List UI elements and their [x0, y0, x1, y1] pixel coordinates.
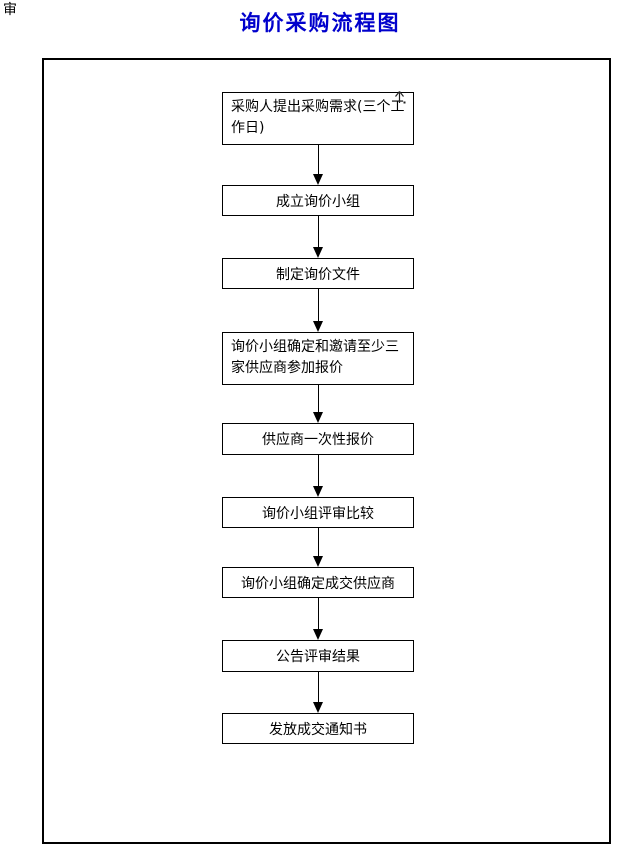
flow-node-9: 发放成交通知书: [222, 713, 414, 744]
flow-node-6: 询价小组评审比较: [222, 497, 414, 528]
up-arrow-cursor-icon: [395, 91, 406, 104]
flow-arrow-2: [312, 216, 324, 258]
flow-arrow-1: [312, 145, 324, 185]
flow-node-3: 制定询价文件: [222, 258, 414, 289]
flow-arrow-4: [312, 385, 324, 423]
flow-node-8: 公告评审结果: [222, 640, 414, 672]
corner-mark: 审: [3, 2, 17, 18]
flow-node-1: 采购人提出采购需求(三个工作日): [222, 92, 414, 145]
flow-arrow-5: [312, 455, 324, 497]
flow-arrow-7: [312, 598, 324, 640]
page-title: 询价采购流程图: [239, 11, 401, 35]
flowchart-canvas: 采购人提出采购需求(三个工作日) 成立询价小组制定询价文件询价小组确定和邀请至少三…: [42, 58, 611, 844]
flow-node-4: 询价小组确定和邀请至少三家供应商参加报价: [222, 332, 414, 385]
flow-node-5: 供应商一次性报价: [222, 423, 414, 455]
flow-arrow-3: [312, 289, 324, 332]
flow-node-7: 询价小组确定成交供应商: [222, 567, 414, 598]
flow-node-2: 成立询价小组: [222, 185, 414, 216]
flow-arrow-8: [312, 672, 324, 713]
flow-arrow-6: [312, 528, 324, 567]
